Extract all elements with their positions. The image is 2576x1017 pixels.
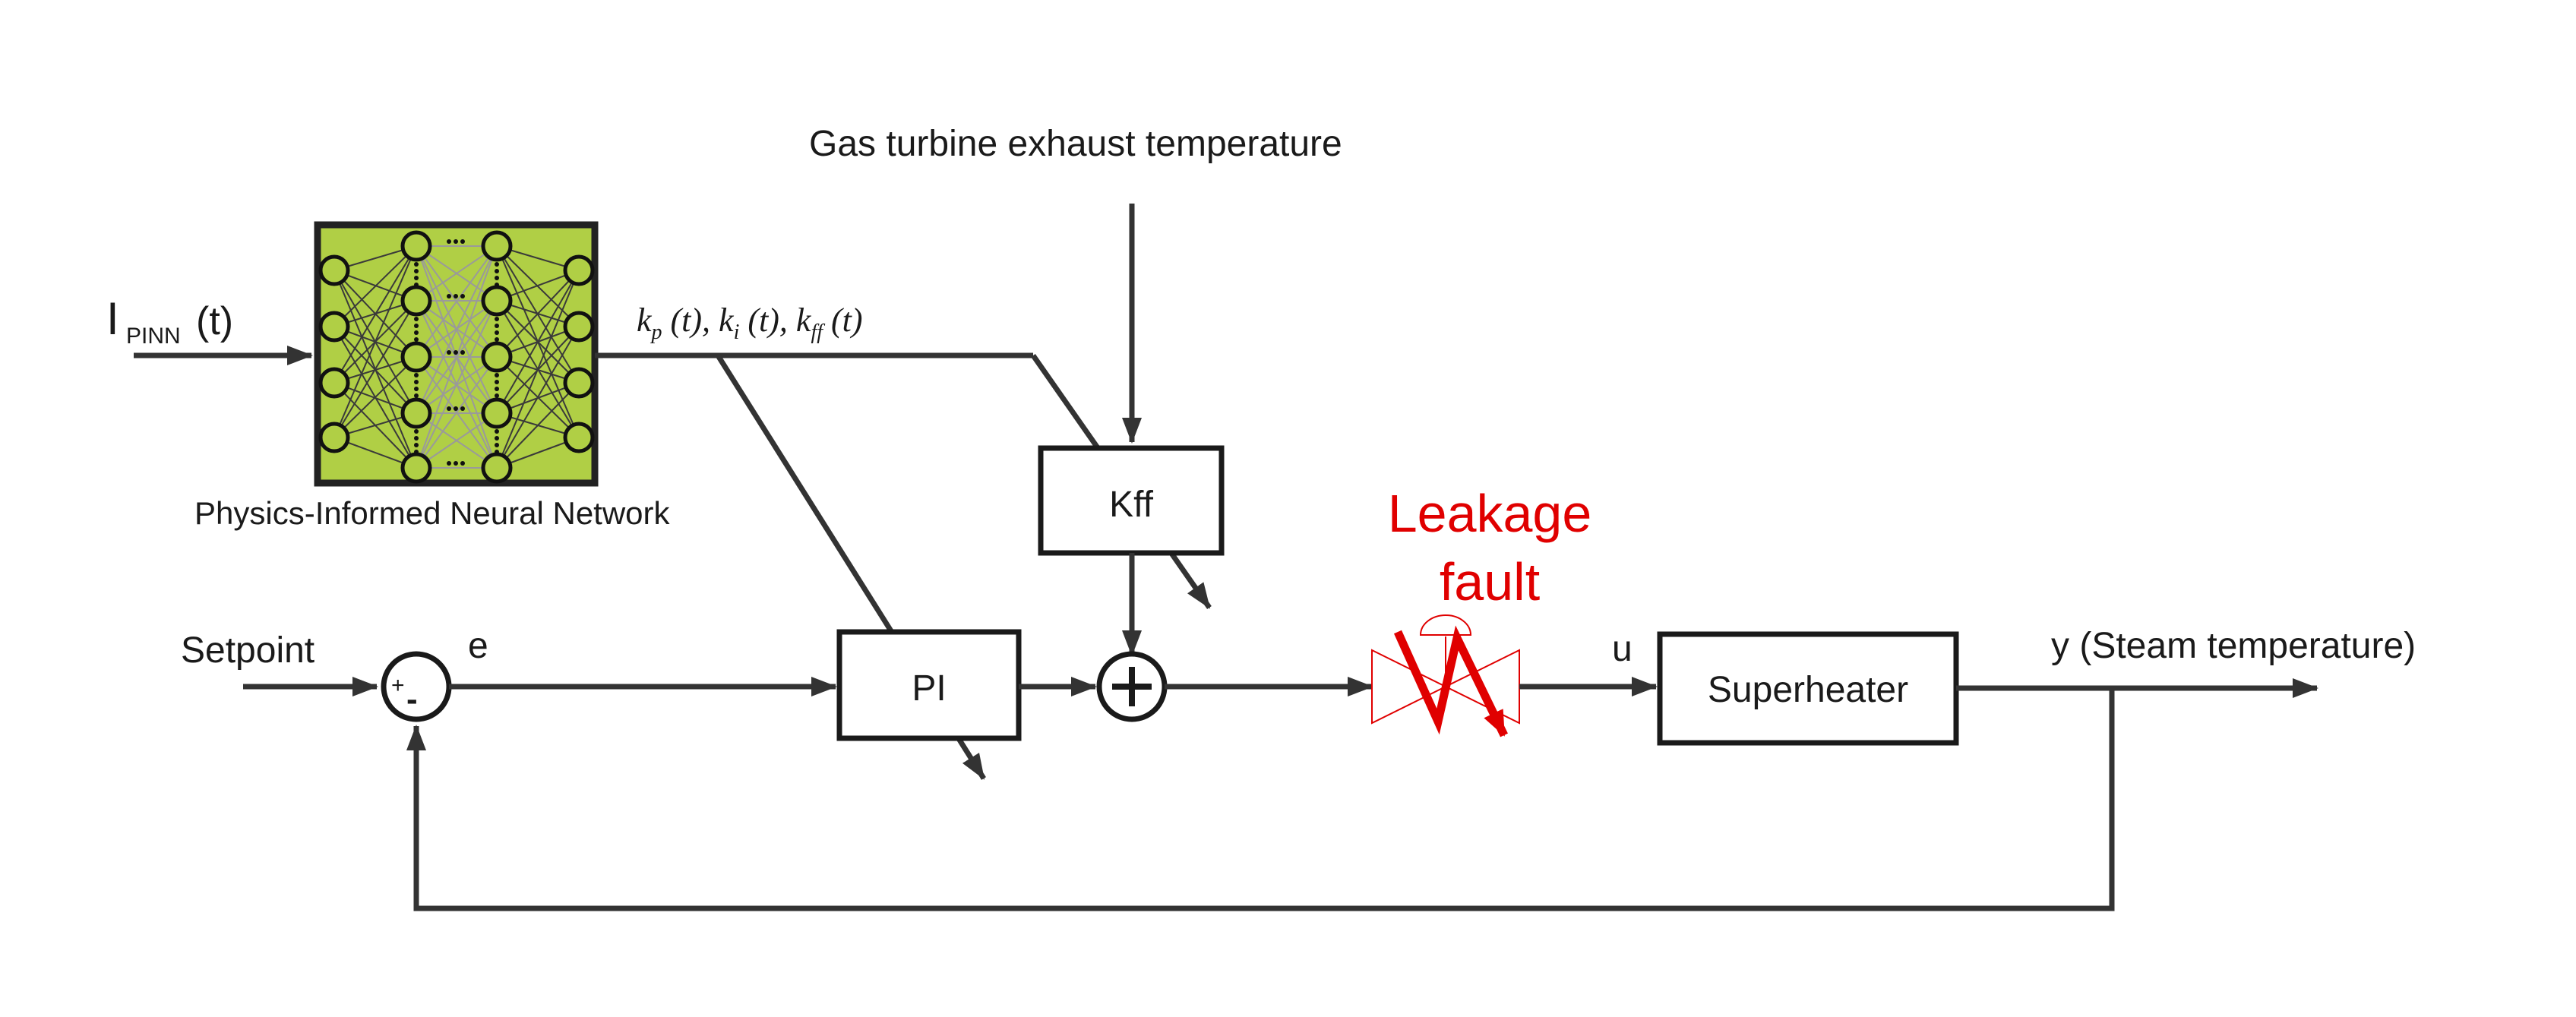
setpoint-label: Setpoint <box>181 630 314 671</box>
pinn-input-label: I PINN (t) <box>106 293 233 349</box>
neural-network-icon <box>318 230 595 484</box>
input-argument: (t) <box>196 299 233 343</box>
zigzag-arrow-icon <box>1393 625 1508 737</box>
fault-label-line2: fault <box>1440 552 1540 611</box>
fault-label-line1: Leakage <box>1388 484 1592 543</box>
superheater-block <box>1657 631 1959 746</box>
pinn-caption: Physics-Informed Neural Network <box>194 495 671 531</box>
error-label: e <box>468 626 488 666</box>
plus-sign: + <box>391 673 405 698</box>
feedback-path <box>406 688 2115 911</box>
minus-sign: - <box>406 681 418 718</box>
output-label: y (Steam temperature) <box>2051 626 2416 666</box>
kff-block <box>1038 445 1225 556</box>
input-symbol: I <box>106 293 119 344</box>
input-subscript: PINN <box>126 324 181 349</box>
superheater-label: Superheater <box>1708 670 1908 710</box>
gains-label: kp (t), ki (t), kff (t) <box>637 302 863 344</box>
kff-label: Kff <box>1109 485 1153 525</box>
pi-label: PI <box>912 668 946 709</box>
control-signal-label: u <box>1612 629 1633 669</box>
disturbance-label: Gas turbine exhaust temperature <box>809 124 1342 164</box>
